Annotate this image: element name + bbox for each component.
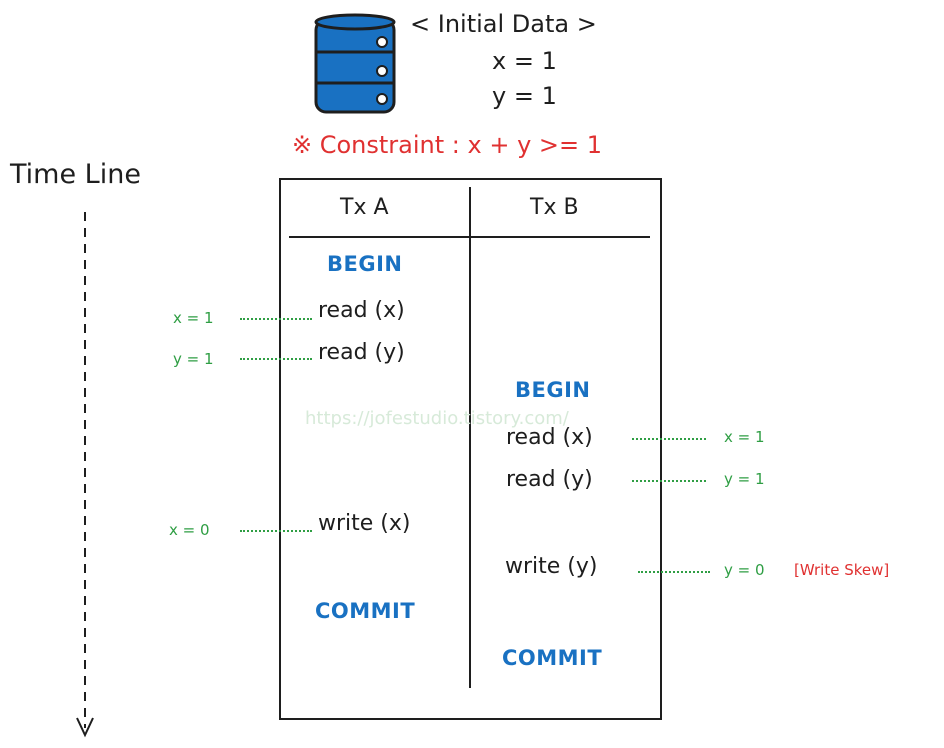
- tx-b-commit: COMMIT: [502, 646, 603, 670]
- tx-a-read-x: read (x): [318, 298, 405, 323]
- tx-b-header: Tx B: [530, 195, 579, 220]
- constraint-label: ※ Constraint : x + y >= 1: [292, 131, 603, 159]
- timeline-arrow: [76, 212, 94, 738]
- tx-a-header: Tx A: [340, 195, 389, 220]
- timeline-label: Time Line: [10, 159, 141, 190]
- tx-a-write-x: write (x): [318, 511, 411, 536]
- tx-b-y1-annotation: y = 1: [724, 470, 765, 488]
- initial-data-title: < Initial Data >: [410, 10, 597, 38]
- tx-b-write-y: write (y): [505, 554, 598, 579]
- initial-y-value: y = 1: [492, 82, 557, 110]
- tx-b-read-y: read (y): [506, 467, 593, 492]
- tx-b-y0-annotation: y = 0: [724, 561, 765, 579]
- transaction-table-frame: [279, 178, 662, 720]
- tx-a-x0-connector: [240, 530, 312, 532]
- arrow-down-icon: [76, 717, 94, 738]
- tx-a-x1-connector: [240, 318, 312, 320]
- tx-b-read-x: read (x): [506, 425, 593, 450]
- tx-b-begin: BEGIN: [515, 378, 591, 402]
- tx-b-x1-connector: [632, 438, 706, 440]
- tx-a-y1-annotation: y = 1: [173, 350, 214, 368]
- tx-a-x1-annotation: x = 1: [173, 309, 214, 327]
- tx-b-y1-connector: [632, 480, 706, 482]
- initial-x-value: x = 1: [492, 47, 557, 75]
- tx-b-x1-annotation: x = 1: [724, 428, 765, 446]
- tx-a-commit: COMMIT: [315, 599, 416, 623]
- tx-a-read-y: read (y): [318, 340, 405, 365]
- tx-a-x0-annotation: x = 0: [169, 521, 210, 539]
- write-skew-label: [Write Skew]: [794, 561, 890, 579]
- database-icon: [314, 13, 396, 114]
- watermark: https://jofestudio.tistory.com/: [305, 408, 569, 429]
- tx-b-y0-connector: [638, 571, 710, 573]
- tx-a-y1-connector: [240, 358, 312, 360]
- tx-a-begin: BEGIN: [327, 252, 403, 276]
